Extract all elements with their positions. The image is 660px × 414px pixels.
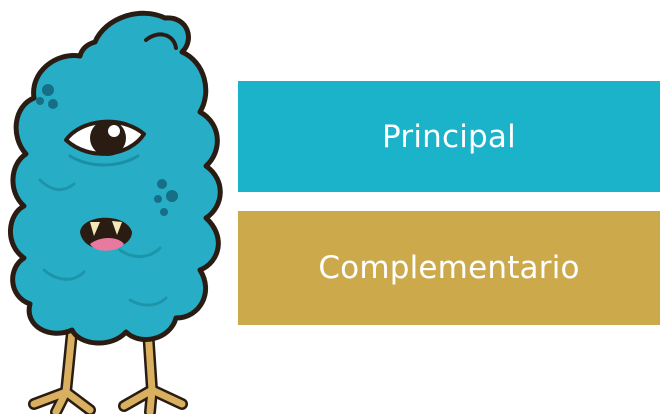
monster-eye-icon <box>64 119 146 167</box>
monster-legs <box>28 324 188 414</box>
principal-button[interactable]: Principal <box>238 81 660 192</box>
monster-mascot-icon <box>8 10 223 414</box>
complementario-button[interactable]: Complementario <box>238 211 660 325</box>
monster-mouth-icon <box>80 217 132 251</box>
monster-spots <box>36 84 178 216</box>
monster-body <box>8 10 223 346</box>
